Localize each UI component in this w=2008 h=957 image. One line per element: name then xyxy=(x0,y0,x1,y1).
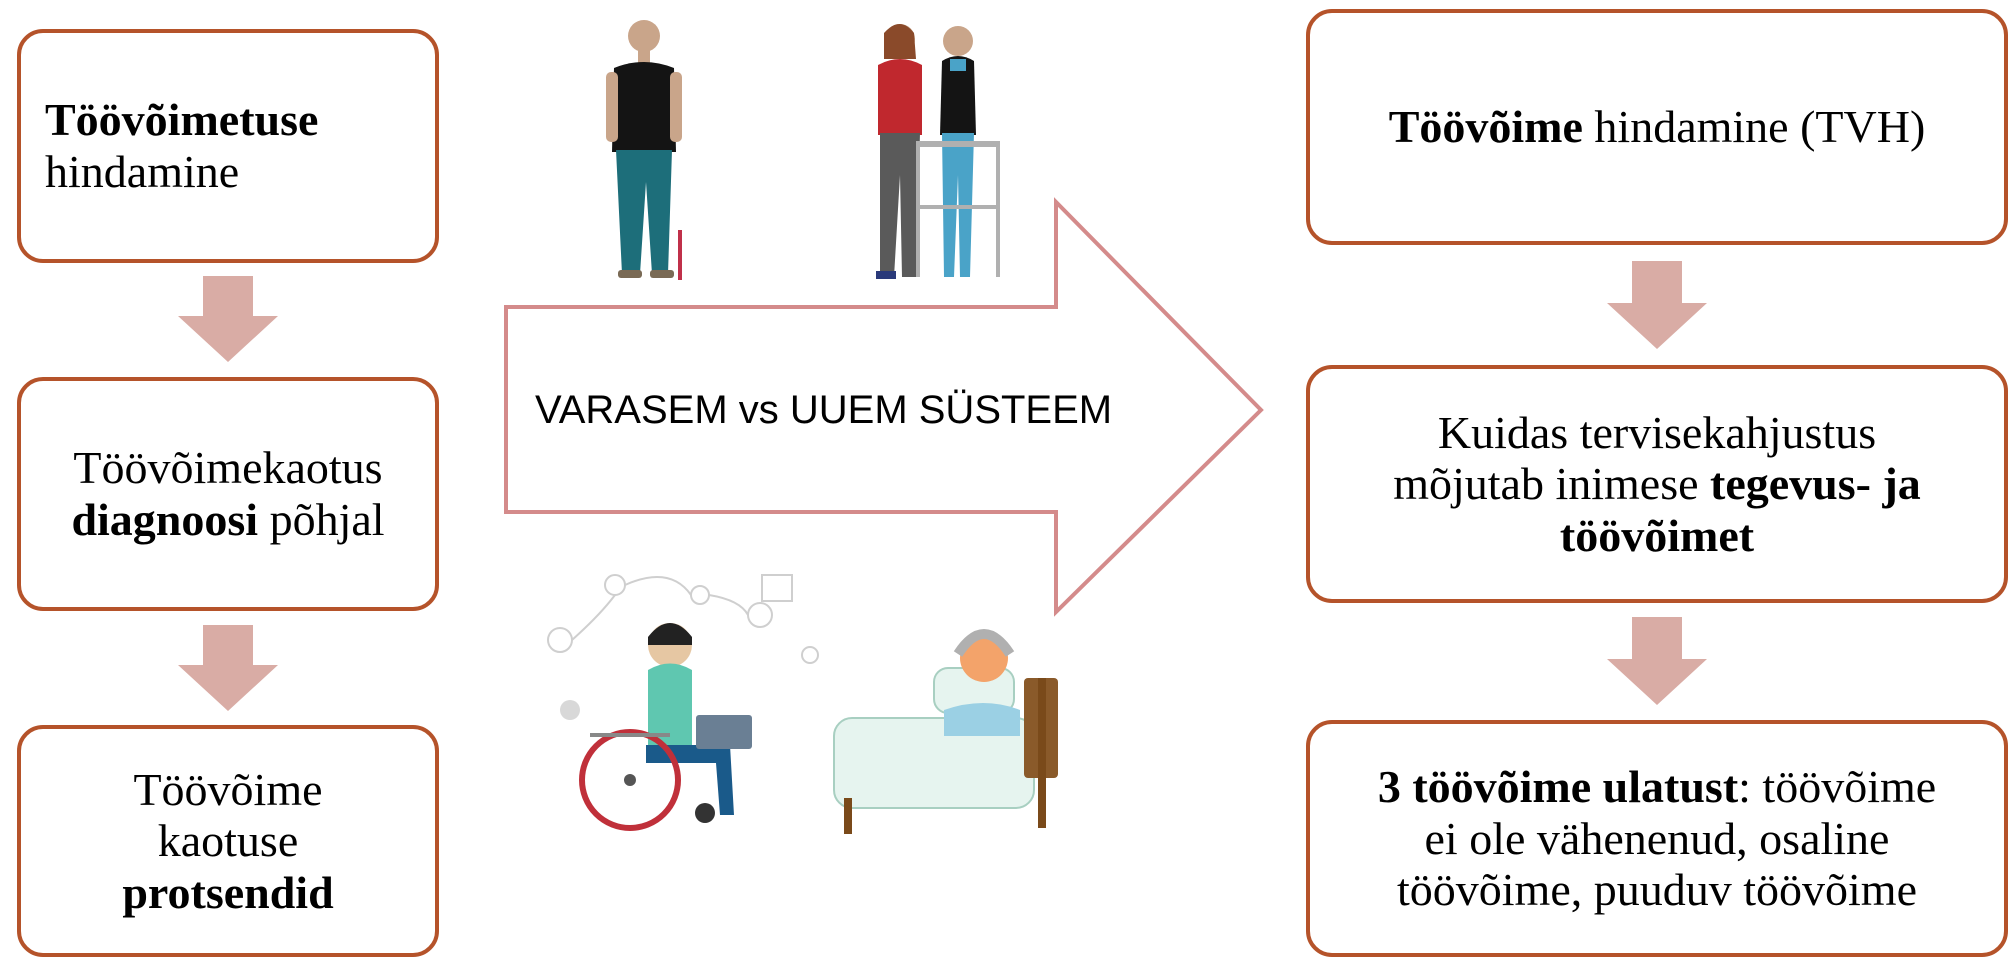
new-box1-rest: hindamine (TVH) xyxy=(1582,101,1926,153)
new-system-box-2: Kuidas tervisekahjustus mõjutab inimese … xyxy=(1306,365,2008,603)
old-system-box-3: Töövõime kaotuse protsendid xyxy=(17,725,439,957)
old-box1-bold: Töövõimetuse xyxy=(45,94,319,146)
standing-man-icon xyxy=(606,20,682,280)
down-arrow-4 xyxy=(1607,617,1707,705)
old-box3-line2: kaotuse xyxy=(157,815,299,867)
old-box3-bold: protsendid xyxy=(122,866,334,918)
new-box2-line2-plain: mõjutab inimese xyxy=(1393,458,1711,510)
new-box2-line3-bold: töövõimet xyxy=(1559,509,1755,561)
old-box2-line1: Töövõimekaotus xyxy=(73,442,383,494)
down-arrow-2 xyxy=(178,625,278,711)
transition-label: VARASEM vs UUEM SÜSTEEM xyxy=(535,388,1113,432)
new-system-box-1: Töövõime hindamine (TVH) xyxy=(1306,9,2008,245)
down-arrow-3 xyxy=(1607,261,1707,349)
new-box3-line2: ei ole vähenenud, osaline xyxy=(1424,812,1890,864)
old-system-box-2: Töövõimekaotus diagnoosi põhjal xyxy=(17,377,439,611)
new-system-box-3: 3 töövõime ulatust: töövõime ei ole vähe… xyxy=(1306,720,2008,957)
old-box2-bold: diagnoosi xyxy=(71,494,259,545)
new-box1-bold: Töövõime xyxy=(1388,101,1583,153)
new-box3-rest1: : töövõime xyxy=(1738,761,1937,813)
old-box2-rest: põhjal xyxy=(258,494,385,545)
down-arrow-1 xyxy=(178,276,278,362)
old-system-box-1: Töövõimetuse hindamine xyxy=(17,29,439,263)
old-box1-rest: hindamine xyxy=(45,146,240,197)
bedridden-patient-icon xyxy=(833,629,1058,834)
new-box2-line1: Kuidas tervisekahjustus xyxy=(1437,406,1877,458)
new-box3-bold: 3 töövõime ulatust xyxy=(1377,761,1739,813)
new-box3-line3: töövõime, puuduv töövõime xyxy=(1396,864,1917,916)
new-box2-line2-bold: tegevus- ja xyxy=(1710,458,1921,510)
walker-assist-icon xyxy=(876,24,1000,279)
old-box3-line1: Töövõime xyxy=(133,763,323,815)
wheelchair-laptop-icon xyxy=(547,574,819,831)
